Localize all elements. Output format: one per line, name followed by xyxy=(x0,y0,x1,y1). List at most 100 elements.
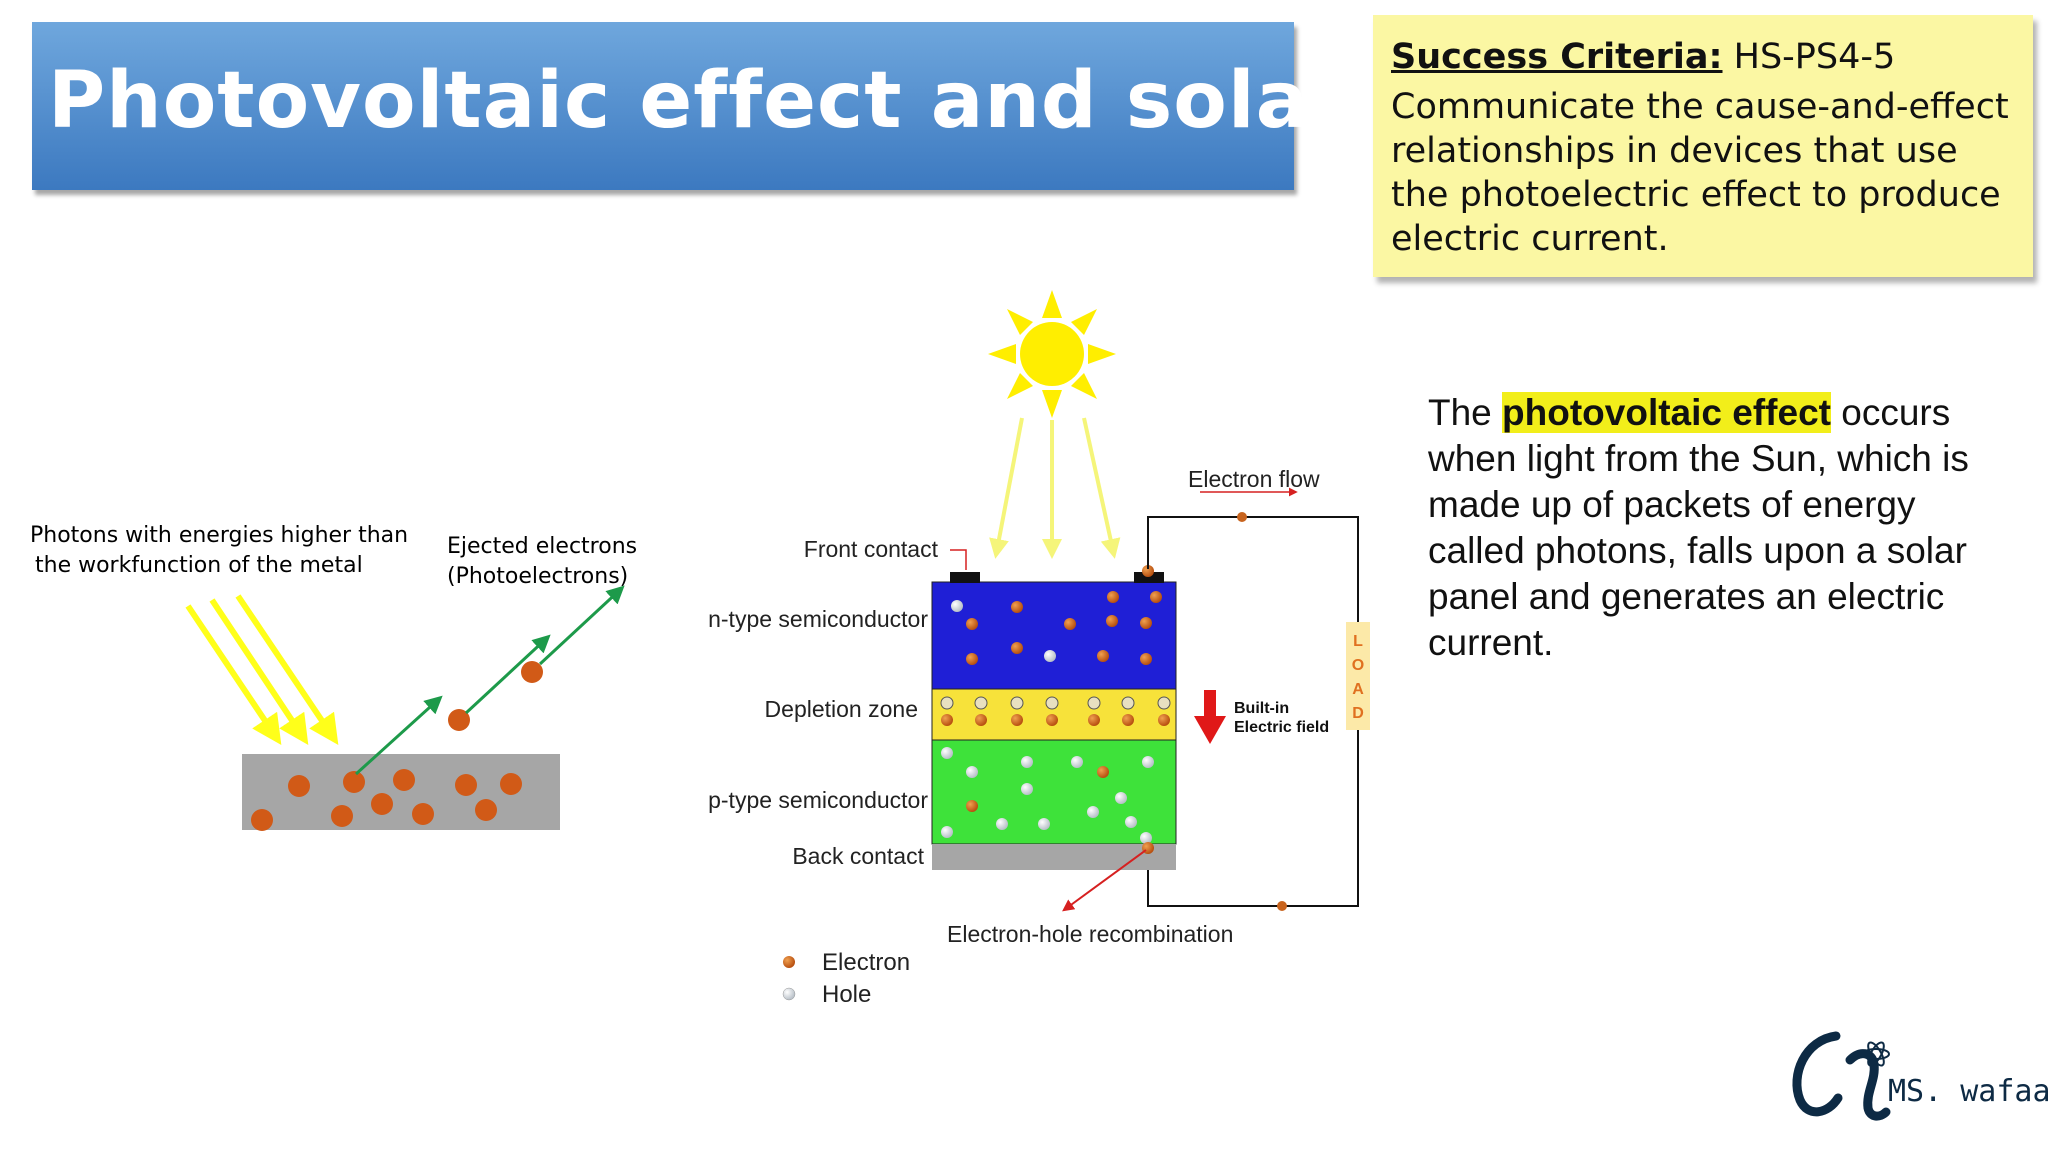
atom-icon xyxy=(1862,1041,1890,1067)
hole xyxy=(941,747,953,759)
hole xyxy=(951,600,963,612)
hole xyxy=(1087,806,1099,818)
hole xyxy=(966,766,978,778)
legend-hole-label: Hole xyxy=(822,981,871,1008)
ion-pair xyxy=(1121,696,1135,726)
circuit-wire-top xyxy=(1147,516,1359,622)
electron xyxy=(251,809,273,831)
electron xyxy=(455,774,477,796)
field-label-line1: Built-in xyxy=(1234,700,1289,717)
ejection-arrow xyxy=(538,585,625,666)
recombination-arrow xyxy=(1062,849,1147,912)
page-title: Photovoltaic effect and solar Cell xyxy=(48,56,1545,146)
electron xyxy=(1150,591,1162,603)
criteria-heading: Success Criteria: xyxy=(1391,37,1723,77)
ejection-arrow xyxy=(354,695,443,776)
logo-text: MS. wafaa xyxy=(1888,1074,2048,1109)
ion-pair xyxy=(1010,696,1024,726)
criteria-text: Communicate the cause-and-effect relatio… xyxy=(1391,87,2009,259)
ejected-label-line2: (Photoelectrons) xyxy=(447,564,628,589)
electron xyxy=(1011,601,1023,613)
hole xyxy=(1021,756,1033,768)
p-type-particles xyxy=(941,747,1154,844)
p-type-label: p-type semiconductor xyxy=(708,787,928,813)
photon-arrow xyxy=(185,604,282,745)
load-letter: O xyxy=(1352,657,1364,674)
n-type-label: n-type semiconductor xyxy=(708,606,928,632)
hole xyxy=(1142,756,1154,768)
ejected-electron xyxy=(521,661,543,683)
n-type-particles xyxy=(951,565,1162,665)
electron xyxy=(1107,591,1119,603)
electron xyxy=(1097,766,1109,778)
hole xyxy=(941,826,953,838)
sunlight-ray xyxy=(1082,417,1121,559)
front-contact-label: Front contact xyxy=(804,536,939,562)
description-after: occurs when light from the Sun, which is… xyxy=(1428,392,1969,663)
circuit-wire-bottom xyxy=(1147,730,1359,907)
hole xyxy=(996,818,1008,830)
circuit-electron xyxy=(1277,901,1287,911)
electron xyxy=(966,618,978,630)
ms-wafaa-logo: MS. wafaa xyxy=(1792,1031,2048,1121)
description-before: The xyxy=(1428,392,1503,433)
ion-pair xyxy=(1045,696,1059,726)
field-label-line2: Electric field xyxy=(1234,719,1329,736)
electron xyxy=(393,769,415,791)
depletion-particles xyxy=(940,696,1171,726)
hole xyxy=(1038,818,1050,830)
criteria-heading-line: Success Criteria: HS-PS4-5 xyxy=(1391,37,1895,77)
photon-arrow xyxy=(235,594,339,745)
hole xyxy=(1115,792,1127,804)
load-letter: A xyxy=(1352,681,1364,698)
electron xyxy=(1140,653,1152,665)
hole xyxy=(1125,816,1137,828)
front-contact-pointer xyxy=(950,549,967,570)
legend: Electron Hole xyxy=(782,949,910,1008)
circuit-electron xyxy=(1237,512,1247,522)
back-contact-label: Back contact xyxy=(792,843,924,869)
criteria-code: HS-PS4-5 xyxy=(1733,37,1896,77)
recombination-label: Electron-hole recombination xyxy=(947,921,1233,947)
electron xyxy=(1011,642,1023,654)
electron xyxy=(966,653,978,665)
electron xyxy=(331,805,353,827)
electric-field-arrow xyxy=(1194,690,1226,744)
back-contact-layer xyxy=(932,844,1176,870)
load-box xyxy=(1346,622,1370,730)
photon-arrow xyxy=(209,598,309,745)
ejection-arrow xyxy=(464,634,551,715)
electron xyxy=(1064,618,1076,630)
electron xyxy=(1142,565,1154,577)
electron xyxy=(412,803,434,825)
ion-pair xyxy=(1157,696,1171,726)
electron xyxy=(371,793,393,815)
photovoltaic-description: The photovoltaic effect occurs when ligh… xyxy=(1428,390,1988,666)
electron xyxy=(1097,650,1109,662)
hole xyxy=(1044,650,1056,662)
ejected-electron xyxy=(448,709,470,731)
photons-label-line1: Photons with energies higher than xyxy=(30,523,408,548)
photoelectric-diagram: Photons with energies higher than the wo… xyxy=(30,523,637,831)
electron-flow-label: Electron flow xyxy=(1188,466,1320,492)
front-contact xyxy=(950,572,980,583)
success-criteria-box: Success Criteria: HS-PS4-5 Communicate t… xyxy=(1373,15,2033,277)
hole xyxy=(1140,832,1152,844)
depletion-label: Depletion zone xyxy=(765,696,918,722)
load-letter: D xyxy=(1352,705,1364,722)
electron xyxy=(500,773,522,795)
hole xyxy=(1071,756,1083,768)
electron xyxy=(288,775,310,797)
ion-pair xyxy=(1087,696,1101,726)
electron xyxy=(1106,615,1118,627)
description-highlight: photovoltaic effect xyxy=(1502,392,1831,433)
photons-label-line2: the workfunction of the metal xyxy=(35,553,363,578)
solar-cell-diagram: L O A D Electron flow Built-in Electric … xyxy=(708,290,1370,1008)
sun-icon xyxy=(988,290,1116,418)
p-type-layer xyxy=(931,739,1177,845)
electron xyxy=(343,771,365,793)
hole xyxy=(1021,783,1033,795)
ion-pair xyxy=(940,696,954,726)
load-letter: L xyxy=(1353,633,1363,650)
